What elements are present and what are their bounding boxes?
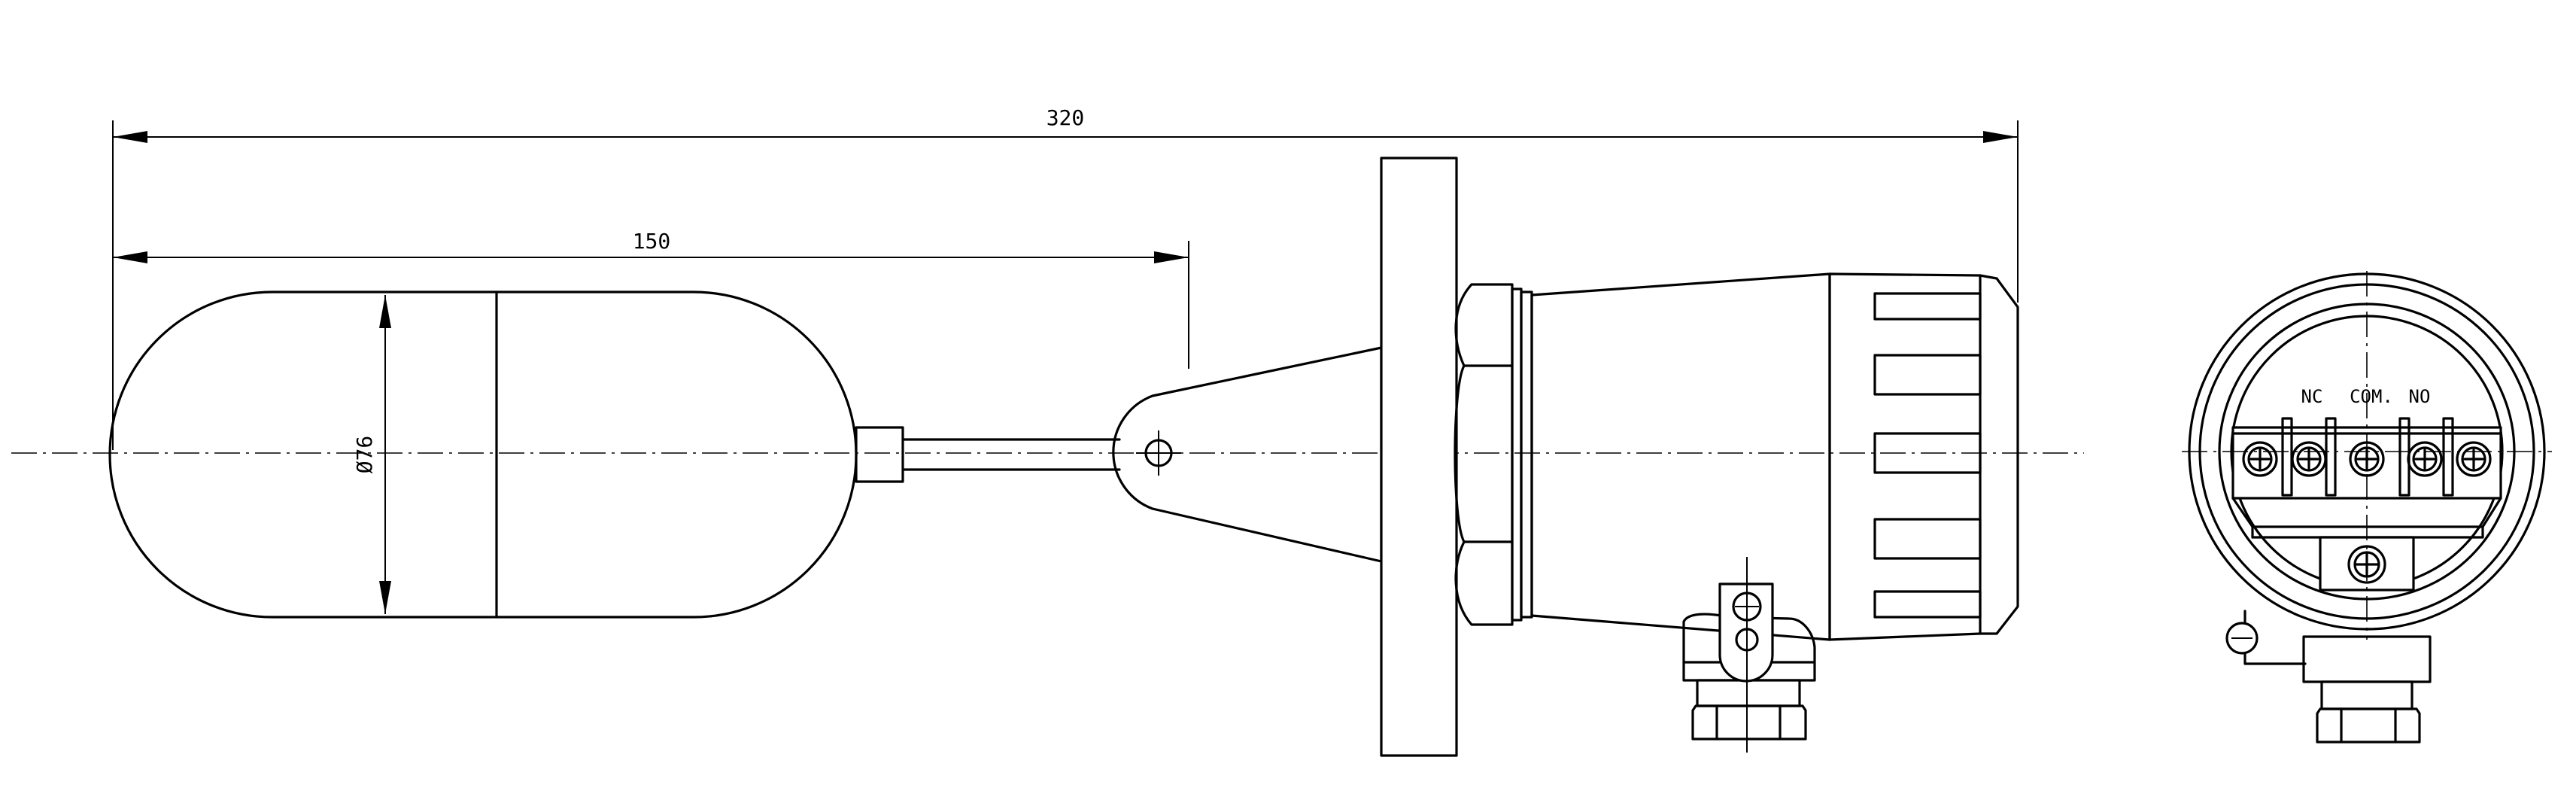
float-diameter-label: Ø76: [352, 436, 377, 474]
housing-cover: [1828, 272, 2019, 641]
float-ball: Ø76: [108, 290, 858, 619]
terminal-label-no: NO: [2409, 386, 2431, 407]
cover-fin: [1873, 518, 1982, 560]
cover-fin: [1873, 354, 1982, 396]
mounting-flange: [1380, 157, 1458, 757]
end-view: NC COM. NO: [2182, 271, 2552, 744]
terminal-label-nc: NC: [2301, 386, 2323, 407]
cover-fin: [1873, 590, 1982, 619]
pivot-bracket: [1112, 346, 1383, 563]
arm-length-label: 150: [633, 229, 671, 254]
housing-body: [1530, 272, 1831, 641]
cover-fin: [1873, 292, 1982, 321]
hex-nut: [1454, 283, 1533, 626]
float-stem: [855, 426, 1121, 483]
terminal-label-com: COM.: [2350, 386, 2393, 407]
overall-length-dimension: 320: [112, 105, 2019, 450]
terminal-screw: [2456, 441, 2492, 477]
arm-length-dimension: 150: [113, 229, 1189, 369]
overall-length-label: 320: [1046, 105, 1085, 130]
terminal-screw-no: [2407, 441, 2443, 477]
cable-gland-side: [1682, 557, 1816, 753]
terminal-screw-nc: [2291, 441, 2327, 477]
terminal-screw: [2242, 441, 2278, 477]
cover-fin: [1873, 432, 1982, 474]
